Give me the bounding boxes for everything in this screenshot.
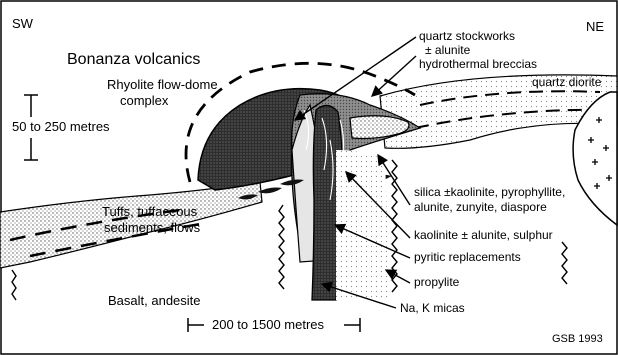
propylitic-zone	[336, 150, 390, 300]
horizontal-scale-label: 200 to 1500 metres	[212, 318, 324, 332]
na-k-micas-label: Na, K micas	[400, 302, 465, 315]
basalt-andesite-label: Basalt, andesite	[108, 294, 201, 308]
sw-direction-label: SW	[12, 17, 33, 31]
quartz-stockworks-label-line2: ± alunite	[425, 44, 470, 57]
rhyolite-label-line1: Rhyolite flow-dome	[107, 78, 218, 92]
vertical-scale-label: 50 to 250 metres	[12, 120, 110, 134]
pyritic-replacements-label: pyritic replacements	[414, 251, 521, 264]
quartz-diorite-label: quartz diorite	[532, 76, 601, 89]
credit-label: GSB 1993	[552, 333, 603, 345]
silica-label-line1: silica ±kaolinite, pyrophyllite,	[414, 186, 565, 199]
silica-label-line2: alunite, zunyite, diaspore	[414, 201, 547, 214]
propylite-leader	[386, 270, 410, 283]
ne-direction-label: NE	[586, 20, 604, 34]
rhyolite-label-line2: complex	[120, 94, 168, 108]
hydrothermal-breccias-label: hydrothermal breccias	[419, 58, 537, 71]
bonanza-volcanics-title: Bonanza volcanics	[67, 51, 200, 69]
tuffs-label-line1: Tuffs, tuffaceous	[102, 205, 197, 219]
propylite-label: propylite	[414, 276, 459, 289]
kaolinite-label: kaolinite ± alunite, sulphur	[414, 229, 553, 242]
tuffs-label-line2: sediments, flows	[104, 221, 200, 235]
quartz-stockworks-label-line1: quartz stockworks	[419, 30, 515, 43]
